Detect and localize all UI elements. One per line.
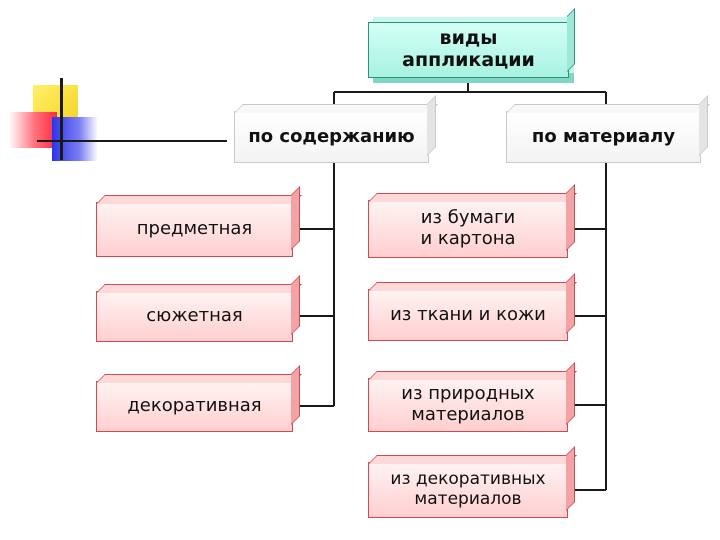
leaf-material-2: из ткани и кожи <box>368 289 568 341</box>
leaf-material-4-line-2: материалов <box>414 489 522 509</box>
root-line-2: аппликации <box>402 49 535 71</box>
leaf-material-1: из бумаги и картона <box>368 200 568 258</box>
decor-blue-square <box>52 117 98 161</box>
leaf-material-1-label: из бумаги и картона <box>420 208 515 249</box>
leaf-content-3-label: декоративная <box>127 395 262 417</box>
leaf-content-3: декоративная <box>96 381 293 432</box>
branch-by-content-label: по содержанию <box>248 125 415 147</box>
leaf-material-4: из декоративных материалов <box>368 462 568 518</box>
leaf-material-4-label: из декоративных материалов <box>390 470 545 509</box>
branch-by-material: по материалу <box>506 111 701 163</box>
leaf-content-2-label: сюжетная <box>146 305 243 327</box>
decor-horizontal-line <box>37 140 227 142</box>
branch-by-content: по содержанию <box>234 111 429 163</box>
root-label: виды аппликации <box>402 27 535 72</box>
leaf-material-4-line-1: из декоративных <box>390 469 546 490</box>
leaf-material-1-line-2: и картона <box>420 228 516 249</box>
branch-by-material-label: по материалу <box>531 125 676 147</box>
root-node: виды аппликации <box>368 22 569 78</box>
leaf-material-3-label: из природных материалов <box>401 384 534 425</box>
leaf-content-1: предметная <box>96 202 293 257</box>
root-line-1: виды <box>439 27 498 50</box>
leaf-material-3: из природных материалов <box>368 378 568 432</box>
leaf-content-2: сюжетная <box>96 291 293 342</box>
leaf-material-2-label: из ткани и кожи <box>390 303 546 326</box>
leaf-material-3-line-1: из природных <box>401 383 535 405</box>
decor-vertical-line <box>60 78 63 160</box>
leaf-material-1-line-1: из бумаги <box>420 207 516 229</box>
decor-red-square <box>9 112 57 148</box>
leaf-material-2-line-1: из ткани и кожи <box>390 303 546 325</box>
leaf-content-1-label: предметная <box>136 218 253 240</box>
leaf-material-3-line-2: материалов <box>411 404 525 425</box>
